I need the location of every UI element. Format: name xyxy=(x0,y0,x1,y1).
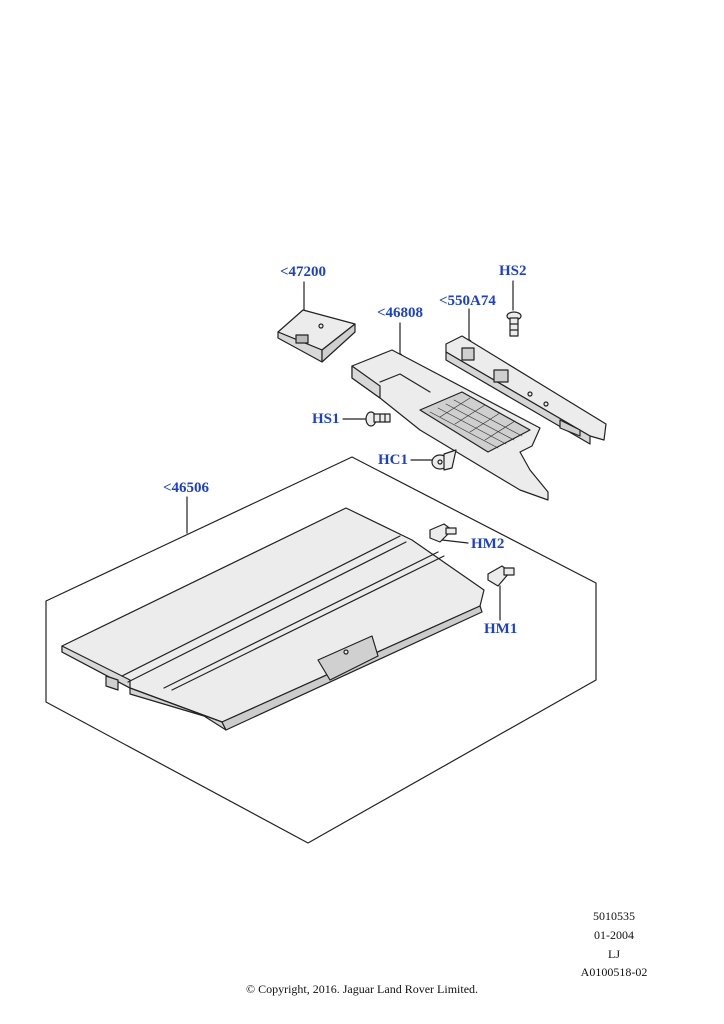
callout-hc1[interactable]: HC1 xyxy=(378,452,408,468)
callout-46506[interactable]: <46506 xyxy=(163,480,210,496)
ref-date: 01-2004 xyxy=(594,928,634,942)
ref-code: LJ xyxy=(608,947,620,961)
part-hs1-screw xyxy=(365,411,391,427)
assembly-boundary xyxy=(45,456,597,844)
part-hs2-screw xyxy=(506,311,522,337)
callout-hm2[interactable]: HM2 xyxy=(471,536,505,552)
copyright-notice: © Copyright, 2016. Jaguar Land Rover Lim… xyxy=(245,982,479,996)
callout-46808[interactable]: <46808 xyxy=(377,305,424,321)
part-46808-trim xyxy=(351,349,549,501)
part-hc1-clip xyxy=(431,449,457,471)
callout-hs1[interactable]: HS1 xyxy=(312,411,340,427)
ref-illustration-id: A0100518-02 xyxy=(580,965,648,979)
part-46506-panel xyxy=(61,507,485,731)
part-47200-bracket xyxy=(277,309,356,363)
callout-hm1[interactable]: HM1 xyxy=(484,621,518,637)
part-550a74-rail xyxy=(445,335,607,445)
part-hm2-clip xyxy=(429,523,457,543)
callout-550a74[interactable]: <550A74 xyxy=(439,293,496,309)
ref-number: 5010535 xyxy=(593,909,635,923)
part-hm1-clip xyxy=(487,565,515,587)
callout-47200[interactable]: <47200 xyxy=(280,264,327,280)
leader-hm2 xyxy=(441,539,469,544)
callout-hs2[interactable]: HS2 xyxy=(499,263,527,279)
